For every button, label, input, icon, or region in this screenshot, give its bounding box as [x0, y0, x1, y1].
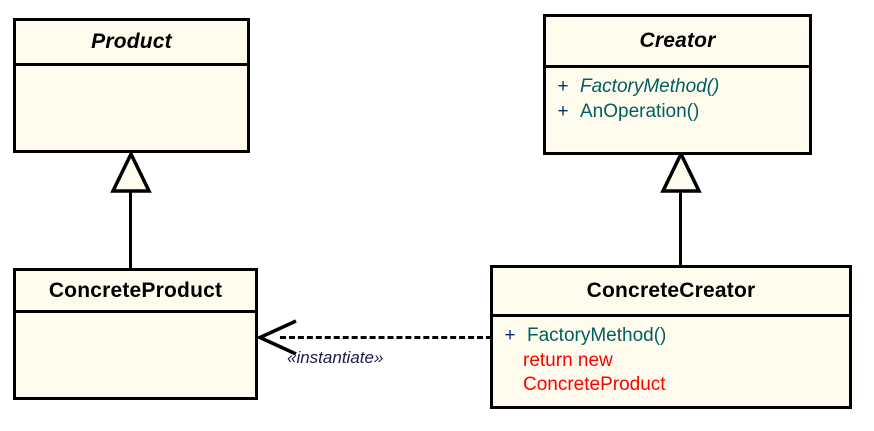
class-box-product[interactable]: Product: [13, 18, 250, 153]
class-box-concreteproduct[interactable]: ConcreteProduct: [13, 268, 258, 400]
generalization-line-concretecreator-creator: [679, 190, 682, 267]
member-visibility-public: +: [557, 100, 569, 122]
class-box-creator[interactable]: Creator + FactoryMethod() + AnOperation(…: [543, 14, 812, 155]
class-name-concretecreator: ConcreteCreator: [493, 268, 849, 317]
class-members-product: [16, 66, 247, 150]
class-name-product: Product: [16, 21, 247, 66]
generalization-arrowhead-product: [110, 152, 152, 193]
member-name-anoperation: AnOperation(): [580, 100, 700, 122]
member-row-anoperation: + AnOperation(): [546, 100, 699, 125]
class-name-creator: Creator: [546, 17, 809, 68]
dependency-dashed-line-instantiate: [280, 336, 492, 339]
member-name-factorymethod: FactoryMethod(): [580, 76, 720, 97]
member-note-concreteproduct: ConcreteProduct: [523, 374, 666, 396]
generalization-arrowhead-creator: [660, 152, 702, 193]
member-row-factorymethod: + FactoryMethod(): [546, 75, 719, 100]
class-box-concretecreator[interactable]: ConcreteCreator + FactoryMethod() return…: [490, 265, 852, 409]
member-visibility-public: +: [504, 325, 516, 346]
generalization-line-concreteproduct-product: [129, 190, 132, 270]
class-members-creator: + FactoryMethod() + AnOperation(): [546, 68, 809, 152]
class-name-concreteproduct: ConcreteProduct: [16, 271, 255, 313]
class-members-concreteproduct: [16, 313, 255, 397]
member-name-factorymethod: FactoryMethod(): [527, 325, 667, 346]
member-note-return-new: return new: [523, 349, 613, 371]
member-row-factorymethod: + FactoryMethod(): [493, 324, 666, 349]
dependency-open-arrowhead: [256, 319, 297, 356]
dependency-label-instantiate: «instantiate»: [287, 348, 384, 367]
member-visibility-public: +: [557, 76, 569, 97]
class-members-concretecreator: + FactoryMethod() return new ConcretePro…: [493, 317, 849, 406]
